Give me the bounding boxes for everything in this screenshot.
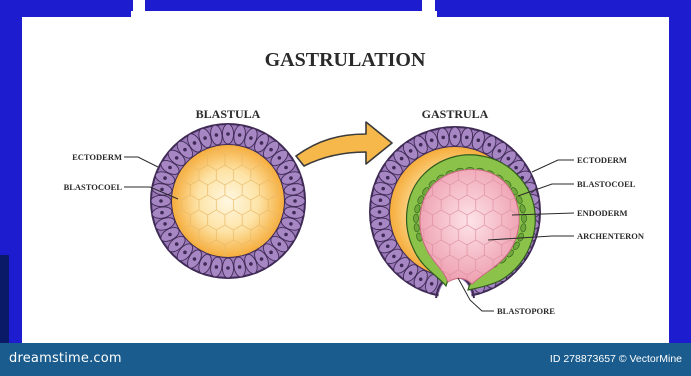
top-box-right	[422, 0, 435, 12]
top-box-left	[133, 0, 145, 12]
footer-brand[interactable]: dreamstime.com	[9, 351, 122, 366]
gastrula-label-endoderm: ENDODERM	[577, 208, 628, 218]
blastula-label-ectoderm: ECTODERM	[72, 152, 122, 162]
gastrula-label-archenteron: ARCHENTERON	[577, 231, 645, 241]
footer-credit: ID 278873657 © VectorMine	[550, 353, 682, 365]
gastrula-illustration	[369, 126, 541, 298]
gastrula-label-ectoderm: ECTODERM	[577, 155, 627, 165]
blastula-illustration	[150, 123, 306, 279]
blastula-heading: BLASTULA	[196, 107, 261, 121]
blastula-label-blastocoel: BLASTOCOEL	[64, 182, 123, 192]
footer-bar: dreamstime.com ID 278873657 © VectorMine	[0, 343, 691, 376]
gastrula-label-blastopore: BLASTOPORE	[497, 306, 555, 316]
diagram-title: GASTRULATION	[265, 49, 426, 71]
left-strip-accent	[0, 255, 9, 343]
gastrula-heading: GASTRULA	[422, 107, 489, 121]
gastrula-label-blastocoel: BLASTOCOEL	[577, 179, 636, 189]
